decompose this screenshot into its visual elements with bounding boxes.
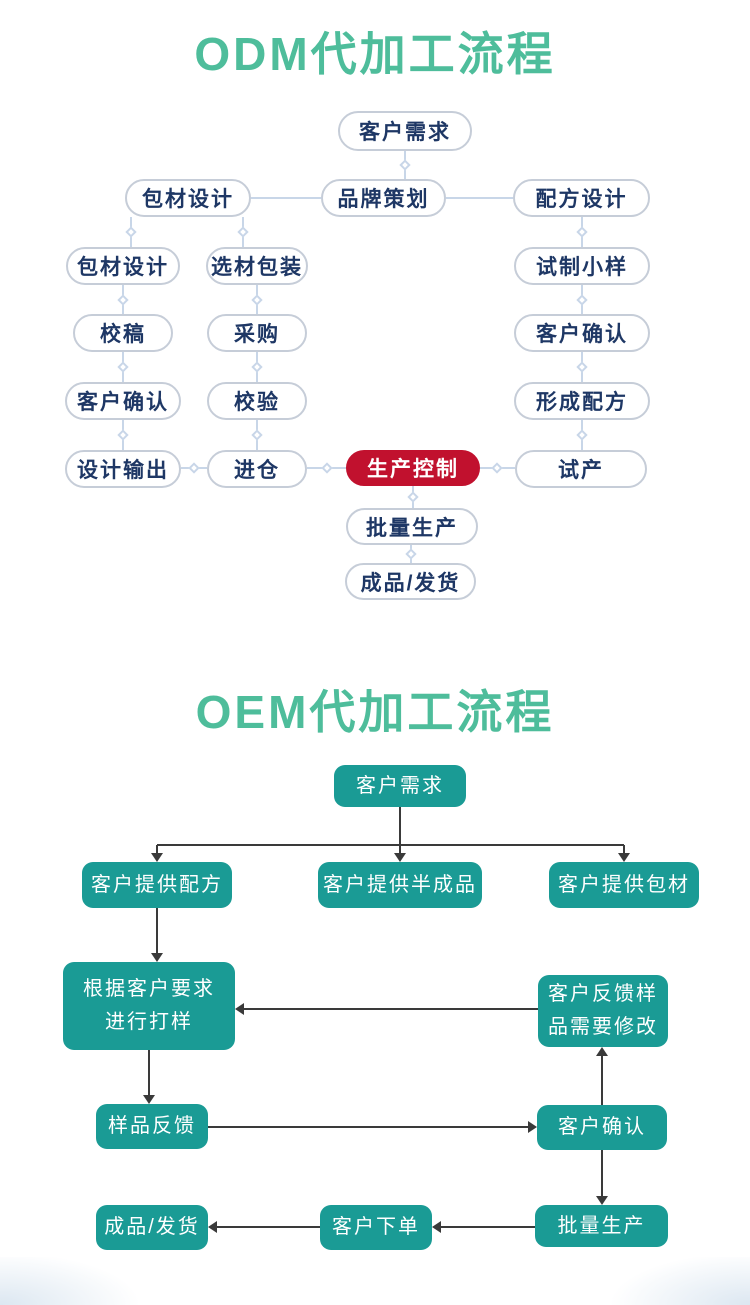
odm-node-warehousing: 进仓 xyxy=(207,450,307,488)
oem-connector-line xyxy=(208,1126,529,1128)
oem-connector-line xyxy=(441,1226,535,1228)
oem-node-customer-provides-formula: 客户提供配方 xyxy=(82,862,232,908)
odm-node-customer-confirmation-left: 客户确认 xyxy=(65,382,181,420)
oem-connector-line xyxy=(601,1056,603,1105)
odm-node-design-output: 设计输出 xyxy=(65,450,181,488)
odm-node-material-selection-packaging: 选材包装 xyxy=(206,247,308,285)
odm-node-trial-sample: 试制小样 xyxy=(514,247,650,285)
oem-connector-line xyxy=(157,844,624,846)
arrowhead-down-icon xyxy=(618,853,630,862)
oem-node-sample-feedback: 样品反馈 xyxy=(96,1104,208,1149)
oem-node-customer-order: 客户下单 xyxy=(320,1205,432,1250)
arrowhead-left-icon xyxy=(208,1221,217,1233)
odm-node-finished-goods-delivery: 成品/发货 xyxy=(345,563,476,600)
oem-node-finished-goods-delivery: 成品/发货 xyxy=(96,1205,208,1250)
odm-node-formula-design: 配方设计 xyxy=(513,179,650,217)
oem-connector-line xyxy=(399,807,401,845)
odm-node-packaging-design-detail: 包材设计 xyxy=(66,247,180,285)
oem-connector-line xyxy=(399,845,401,854)
arrowhead-down-icon xyxy=(151,853,163,862)
odm-connector-line xyxy=(251,197,321,199)
oem-flow-title: OEM代加工流程 xyxy=(195,686,555,738)
odm-flow-title: ODM代加工流程 xyxy=(194,28,556,80)
odm-node-procurement: 采购 xyxy=(207,314,307,352)
odm-node-mass-production: 批量生产 xyxy=(346,508,478,545)
oem-connector-line xyxy=(156,845,158,854)
oem-node-customer-feedback-needs-revision: 客户反馈样 品需要修改 xyxy=(538,975,668,1047)
oem-node-customer-provides-packaging: 客户提供包材 xyxy=(549,862,699,908)
oem-connector-line xyxy=(217,1226,320,1228)
arrowhead-down-icon xyxy=(151,953,163,962)
oem-node-sampling-per-customer-requirements: 根据客户要求 进行打样 xyxy=(63,962,235,1050)
arrowhead-left-icon xyxy=(432,1221,441,1233)
oem-node-customer-provides-semi-finished: 客户提供半成品 xyxy=(318,862,482,908)
odm-node-customer-confirmation: 客户确认 xyxy=(514,314,650,352)
arrowhead-down-icon xyxy=(394,853,406,862)
odm-node-packaging-design: 包材设计 xyxy=(125,179,251,217)
oem-connector-line xyxy=(156,908,158,954)
oem-connector-line xyxy=(623,845,625,854)
arrowhead-left-icon xyxy=(235,1003,244,1015)
odm-node-trial-production: 试产 xyxy=(515,450,647,488)
oem-connector-line xyxy=(148,1050,150,1096)
odm-node-brand-planning: 品牌策划 xyxy=(321,179,446,217)
oem-node-mass-production: 批量生产 xyxy=(535,1205,668,1247)
oem-connector-line xyxy=(601,1150,603,1197)
odm-node-formula-formation: 形成配方 xyxy=(514,382,650,420)
odm-node-proofreading: 校稿 xyxy=(73,314,173,352)
oem-connector-line xyxy=(243,1008,538,1010)
arrowhead-down-icon xyxy=(596,1196,608,1205)
odm-node-production-control: 生产控制 xyxy=(346,450,480,486)
odm-node-customer-demand: 客户需求 xyxy=(338,111,472,151)
odm-node-verification: 校验 xyxy=(207,382,307,420)
oem-node-customer-confirmation: 客户确认 xyxy=(537,1105,667,1150)
odm-connector-line xyxy=(446,197,513,199)
arrowhead-down-icon xyxy=(143,1095,155,1104)
arrowhead-up-icon xyxy=(596,1047,608,1056)
arrowhead-right-icon xyxy=(528,1121,537,1133)
oem-node-customer-demand: 客户需求 xyxy=(334,765,466,807)
